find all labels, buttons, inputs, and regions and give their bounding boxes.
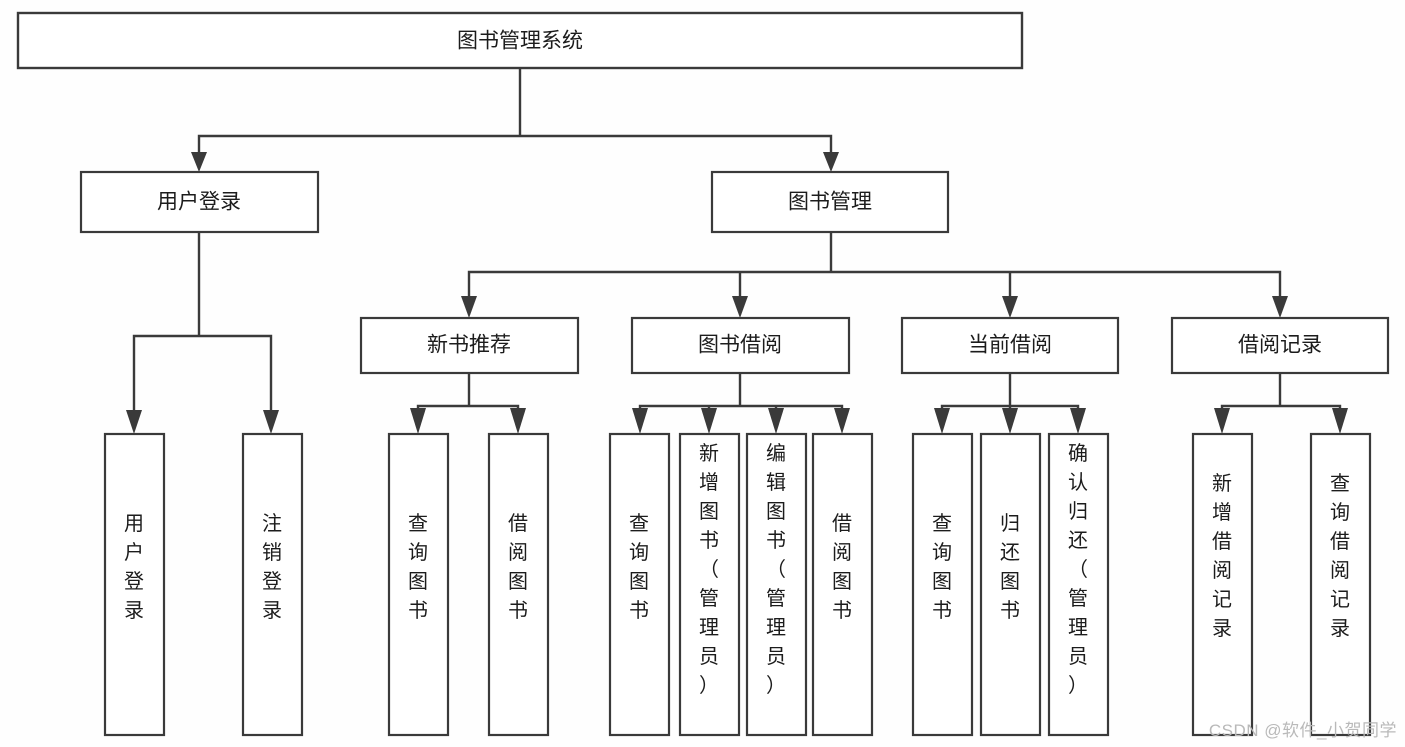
arrowhead-leaf-new-book-rec-0 [410,408,426,434]
arrowhead-leaf-book-borrow-0 [632,408,648,434]
leaf-box [387,432,450,737]
arrowhead-to-borrow-record [1272,296,1288,318]
node-borrow-record-box [1170,316,1390,375]
connector-book-manage-branch [467,230,1282,300]
leaf-node[interactable]: 查询图书 [387,432,450,737]
arrowhead-leaf-book-borrow-1 [701,408,717,434]
connector-new-book-rec-branch [416,371,520,414]
leaf-label-vertical: 查询借阅记录 [1330,472,1350,640]
arrowhead-leaf-new-book-rec-1 [510,408,526,434]
leaf-node[interactable]: 新增图书（管理员） [678,432,741,737]
node-root-book-management-system[interactable]: 图书管理系统 [16,11,1024,70]
connector-current-borrow-branch [940,371,1080,414]
node-current-borrow-label: 当前借阅 [968,334,1052,357]
node-root-label: 图书管理系统 [457,30,583,53]
node-new-book-recommend[interactable]: 新书推荐 [359,316,580,375]
leaf-label-vertical: 查询图书 [629,512,649,622]
arrowhead-leaf-book-borrow-3 [834,408,850,434]
leaf-node[interactable]: 注销登录 [241,432,304,737]
connector-root-trunk [197,66,833,162]
node-new-book-recommend-box [359,316,580,375]
leaf-box [911,432,974,737]
leaf-label-vertical: 借阅图书 [832,512,852,622]
node-book-borrow[interactable]: 图书借阅 [630,316,851,375]
arrowhead-to-book-borrow [732,296,748,318]
leaf-box [979,432,1042,737]
leaf-node[interactable]: 查询图书 [911,432,974,737]
arrowhead-leaf-book-borrow-2 [768,408,784,434]
leaf-label-vertical: 编辑图书（管理员） [766,442,786,697]
leaf-label-vertical: 借阅图书 [508,512,528,622]
node-root-box [16,11,1024,70]
leaf-node[interactable]: 编辑图书（管理员） [745,432,808,737]
leaf-box [678,432,741,737]
leaf-node[interactable]: 归还图书 [979,432,1042,737]
connector-user-login-branch [132,230,273,414]
arrowhead-to-book-manage [823,152,839,172]
node-user-login-label: 用户登录 [157,191,241,214]
leaf-box [608,432,671,737]
leaf-box [487,432,550,737]
arrowhead-leaf-user-login-0 [126,410,142,434]
node-borrow-record-label: 借阅记录 [1238,334,1322,357]
connector-borrow-record-branch [1220,371,1342,414]
node-book-management-box [710,170,950,234]
csdn-watermark: CSDN @软件_小贺同学 [1208,721,1397,740]
connector-book-borrow-branch [638,371,844,414]
leaf-box [1191,432,1254,737]
leaf-node[interactable]: 借阅图书 [811,432,874,737]
leaf-node[interactable]: 确认归还（管理员） [1047,432,1110,737]
leaf-node[interactable]: 新增借阅记录 [1191,432,1254,737]
arrowhead-to-new-book-rec [461,296,477,318]
arrowhead-leaf-user-login-1 [263,410,279,434]
connector-layer [126,66,1348,434]
leaf-box [1309,432,1372,737]
arrowhead-leaf-borrow-record-1 [1332,408,1348,434]
leaf-node[interactable]: 用户登录 [103,432,166,737]
leaf-node[interactable]: 借阅图书 [487,432,550,737]
node-user-login-box [79,170,320,234]
leaf-box [811,432,874,737]
node-book-management-label: 图书管理 [788,191,872,214]
leaf-label-vertical: 新增借阅记录 [1212,472,1232,640]
leaf-box [1047,432,1110,737]
arrowhead-to-current-borrow [1002,296,1018,318]
arrowhead-to-user-login [191,152,207,172]
arrowhead-leaf-borrow-record-0 [1214,408,1230,434]
leaf-node[interactable]: 查询图书 [608,432,671,737]
leaf-label-vertical: 用户登录 [124,513,144,622]
leaf-box [241,432,304,737]
arrowhead-leaf-current-borrow-1 [1002,408,1018,434]
leaf-label-vertical: 注销登录 [262,512,282,622]
node-current-borrow-box [900,316,1120,375]
node-user-login[interactable]: 用户登录 [79,170,320,234]
node-current-borrow[interactable]: 当前借阅 [900,316,1120,375]
node-book-borrow-label: 图书借阅 [698,334,782,357]
arrowhead-leaf-current-borrow-0 [934,408,950,434]
node-book-borrow-box [630,316,851,375]
node-book-management[interactable]: 图书管理 [710,170,950,234]
leaf-label-vertical: 归还图书 [1000,512,1020,622]
leaf-label-vertical: 查询图书 [408,512,428,622]
arrowhead-leaf-current-borrow-2 [1070,408,1086,434]
leaf-box [103,432,166,737]
node-borrow-record[interactable]: 借阅记录 [1170,316,1390,375]
leaf-box [745,432,808,737]
leaf-label-vertical: 查询图书 [932,512,952,622]
leaf-node[interactable]: 查询借阅记录 [1309,432,1372,737]
leaf-label-vertical: 新增图书（管理员） [699,442,719,697]
leaf-label-vertical: 确认归还（管理员） [1068,442,1088,697]
node-new-book-recommend-label: 新书推荐 [427,334,511,357]
